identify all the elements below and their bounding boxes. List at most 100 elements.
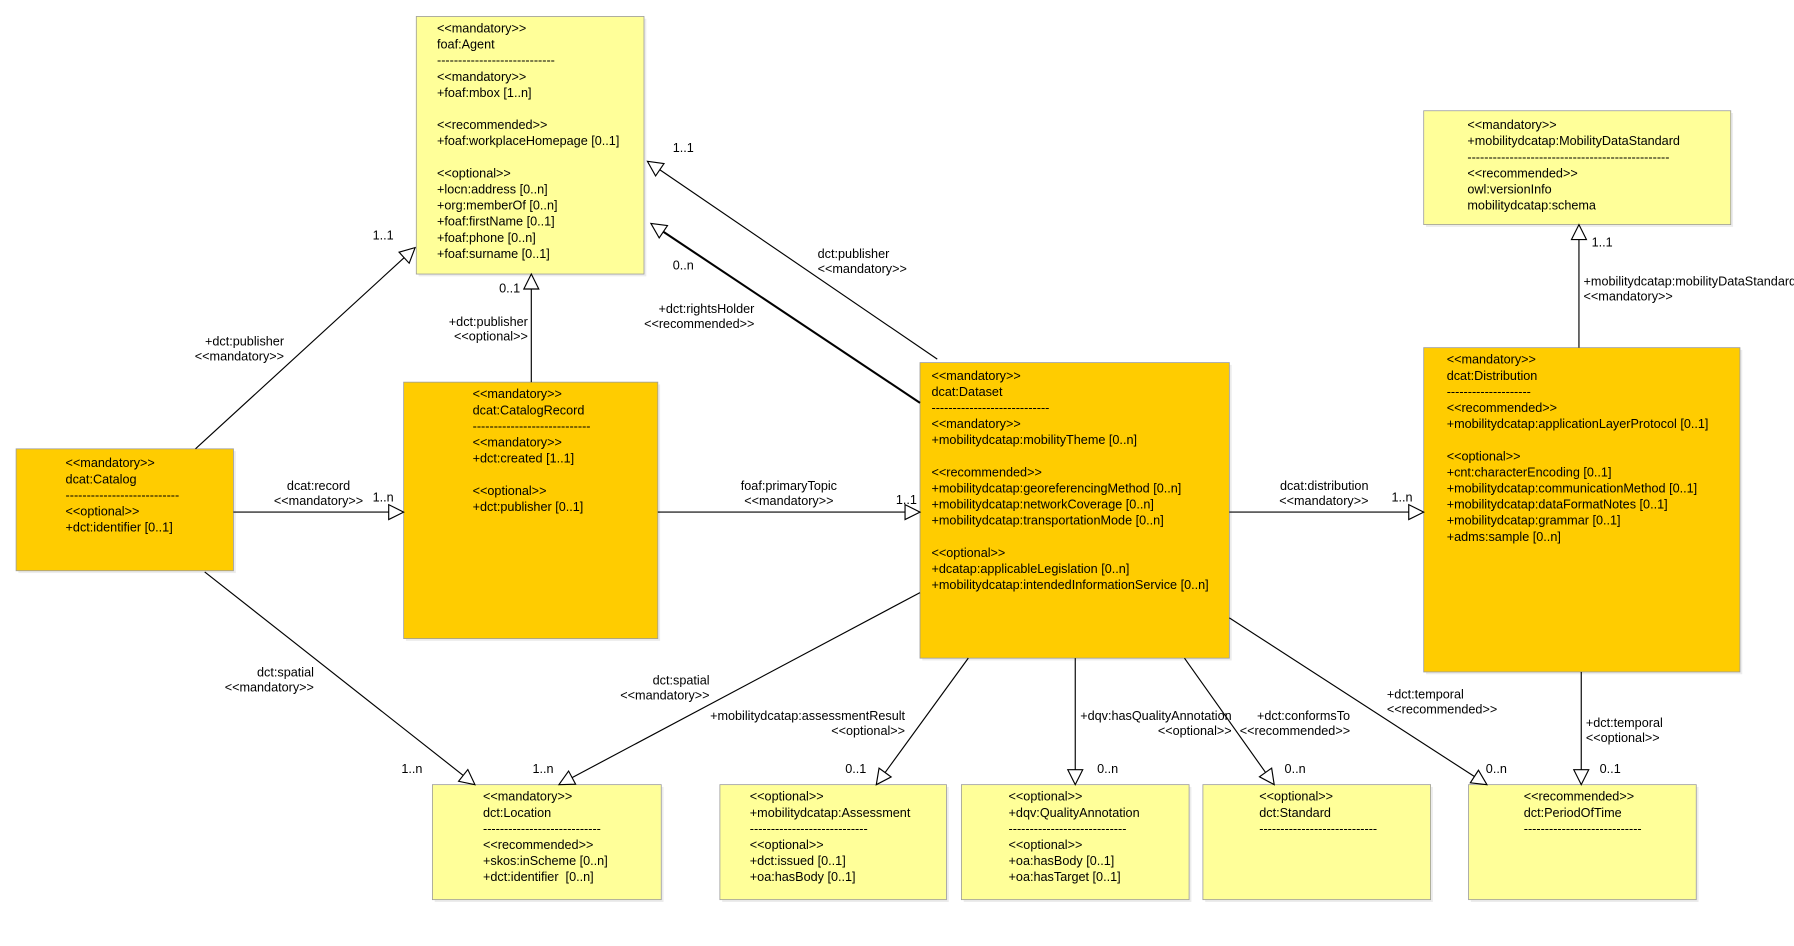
- class-box: [431, 784, 662, 901]
- class-attribute: +dcatap:applicableLegislation [0..n]: [932, 562, 1130, 576]
- association-stereotype-label: <<mandatory>>: [1279, 494, 1368, 508]
- multiplicity-label: 1..n: [401, 762, 422, 776]
- class-stereotype: <<optional>>: [1259, 790, 1333, 804]
- attribute-group-stereotype: <<optional>>: [473, 484, 547, 498]
- hollow-arrowhead-icon: [1066, 769, 1084, 786]
- class-distribution: <<mandatory>>dcat:Distribution----------…: [1423, 347, 1743, 675]
- hollow-arrowhead-icon: [388, 503, 405, 521]
- class-stereotype: <<mandatory>>: [1467, 118, 1556, 132]
- association-stereotype-label: <<recommended>>: [1387, 702, 1497, 716]
- hollow-arrowhead-icon: [649, 222, 669, 240]
- class-attribute: +mobilitydcatap:networkCoverage [0..n]: [932, 498, 1154, 512]
- class-box: [15, 448, 234, 572]
- association-catalog-spatial: dct:spatial<<mandatory>>1..n: [204, 571, 476, 786]
- class-separator: ----------------------------: [437, 54, 555, 68]
- class-separator: ---------------------------: [66, 488, 180, 502]
- hollow-arrowhead-icon: [1258, 767, 1275, 786]
- class-agent: <<mandatory>> foaf:Agent -----------------…: [415, 16, 647, 277]
- attribute-group-stereotype: <<optional>>: [932, 546, 1006, 560]
- class-attribute: +mobilitydcatap:communicationMethod [0..…: [1447, 482, 1698, 496]
- association-stereotype-label: <<recommended>>: [1240, 724, 1350, 738]
- attribute-group-stereotype: <<recommended>>: [1467, 166, 1577, 180]
- class-attribute: +mobilitydcatap:dataFormatNotes [0..1]: [1447, 498, 1668, 512]
- class-attribute: +locn:address [0..n]: [437, 183, 548, 197]
- multiplicity-label: 0..1: [499, 281, 520, 295]
- association-dataset-assessment-result: +mobilitydcatap:assessmentResult<<option…: [710, 657, 969, 786]
- association-role-label: +dct:conformsTo: [1257, 709, 1350, 723]
- class-quality-annotation: <<optional>>+dqv:QualityAnnotation------…: [960, 784, 1192, 902]
- class-box: [1423, 110, 1732, 226]
- class-separator: ----------------------------: [1259, 822, 1377, 836]
- class-standard: <<optional>> dct:Standard ----------------…: [1202, 784, 1433, 902]
- class-box: [1202, 784, 1432, 901]
- class-box: [719, 784, 947, 901]
- class-location: <<mandatory>>dct:Location---------------…: [431, 784, 664, 902]
- class-name: dct:Location: [483, 806, 551, 820]
- association-role-label: foaf:primaryTopic: [741, 479, 837, 493]
- association-role-label: +dct:temporal: [1586, 716, 1663, 730]
- attribute-group-stereotype: <<mandatory>>: [932, 417, 1021, 431]
- class-box: [1468, 784, 1697, 901]
- association-layer: +dct:publisher<<mandatory>>1..1+dct:publ…: [195, 141, 1794, 786]
- class-name: dcat:Dataset: [932, 385, 1003, 399]
- class-box: [919, 362, 1230, 659]
- multiplicity-label: 1..1: [373, 229, 394, 243]
- attribute-group-stereotype: <<recommended>>: [1447, 401, 1557, 415]
- association-dataset-quality-annotation: +dqv:hasQualityAnnotation<<optional>>0..…: [1066, 658, 1232, 786]
- class-box: [403, 381, 659, 640]
- association-role-label: +dct:publisher: [205, 334, 284, 348]
- class-name: dcat:Distribution: [1447, 369, 1538, 383]
- class-attribute: +oa:hasBody [0..1]: [1009, 854, 1115, 868]
- class-separator: --------------------: [1447, 385, 1531, 399]
- association-line: [659, 169, 938, 360]
- class-catalog: <<mandatory>>dcat:Catalog---------------…: [15, 448, 236, 574]
- hollow-arrowhead-icon: [1408, 503, 1425, 521]
- association-dataset-temporal: +dct:temporal<<recommended>>0..n: [1229, 617, 1507, 786]
- hollow-arrowhead-icon: [398, 246, 417, 265]
- association-catalog-publisher: +dct:publisher<<mandatory>>1..1: [195, 229, 417, 450]
- class-attribute: +skos:inScheme [0..n]: [483, 854, 608, 868]
- hollow-arrowhead-icon: [1469, 769, 1489, 786]
- association-dataset-conforms-to: +dct:conformsTo<<recommended>>0..n: [1184, 657, 1350, 786]
- class-attribute: +mobilitydcatap:applicationLayerProtocol…: [1447, 417, 1709, 431]
- class-name: dct:PeriodOfTime: [1524, 806, 1622, 820]
- class-attribute: +foaf:mbox [1..n]: [437, 86, 532, 100]
- multiplicity-label: 0..1: [845, 762, 866, 776]
- multiplicity-label: 1..n: [1392, 491, 1413, 505]
- association-catalog-record-primary-topic: foaf:primaryTopic<<mandatory>>1..1: [657, 479, 922, 521]
- association-distribution-mobility-data-standard: +mobilitydcatap:mobilityDataStandard<<ma…: [1570, 223, 1794, 348]
- association-catalog-records: dcat:record<<mandatory>>1..n: [233, 479, 405, 521]
- class-box: [1423, 347, 1741, 673]
- class-attribute: +oa:hasBody [0..1]: [750, 870, 856, 884]
- multiplicity-label: 1..n: [373, 491, 394, 505]
- multiplicity-label: 1..1: [1592, 235, 1613, 249]
- class-stereotype: <<mandatory>>: [932, 369, 1021, 383]
- attribute-group-stereotype: <<recommended>>: [932, 465, 1042, 479]
- class-separator: ----------------------------------------…: [1467, 150, 1669, 164]
- class-name: +mobilitydcatap:Assessment: [750, 806, 911, 820]
- association-stereotype-label: <<mandatory>>: [818, 262, 907, 276]
- association-dataset-rights-holder: +dct:rightsHolder<<recommended>>0..n: [644, 222, 921, 404]
- class-layer: <<mandatory>> foaf:Agent -----------------…: [15, 16, 1743, 902]
- class-name: dct:Standard: [1259, 806, 1331, 820]
- class-name: +dqv:QualityAnnotation: [1009, 806, 1140, 820]
- class-attribute: +dct:publisher [0..1]: [473, 500, 584, 514]
- class-attribute: +mobilitydcatap:grammar [0..1]: [1447, 514, 1621, 528]
- association-role-label: +dct:publisher: [449, 315, 528, 329]
- association-role-label: +dct:rightsHolder: [658, 302, 754, 316]
- multiplicity-label: 0..n: [673, 258, 694, 272]
- class-stereotype: <<mandatory>>: [483, 790, 572, 804]
- class-attribute: +adms:sample [0..n]: [1447, 530, 1561, 544]
- attribute-group-stereotype: <<mandatory>>: [437, 70, 526, 84]
- association-stereotype-label: <<mandatory>>: [620, 689, 709, 703]
- association-role-label: dct:publisher: [818, 247, 890, 261]
- multiplicity-label: 0..n: [1097, 762, 1118, 776]
- association-role-label: +dqv:hasQualityAnnotation: [1080, 709, 1231, 723]
- class-separator: ----------------------------: [932, 401, 1050, 415]
- class-name: foaf:Agent: [437, 38, 495, 52]
- class-separator: ----------------------------: [1009, 822, 1127, 836]
- association-line: [884, 657, 969, 773]
- class-attribute: +dct:created [1..1]: [473, 452, 575, 466]
- class-stereotype: <<mandatory>>: [437, 22, 526, 36]
